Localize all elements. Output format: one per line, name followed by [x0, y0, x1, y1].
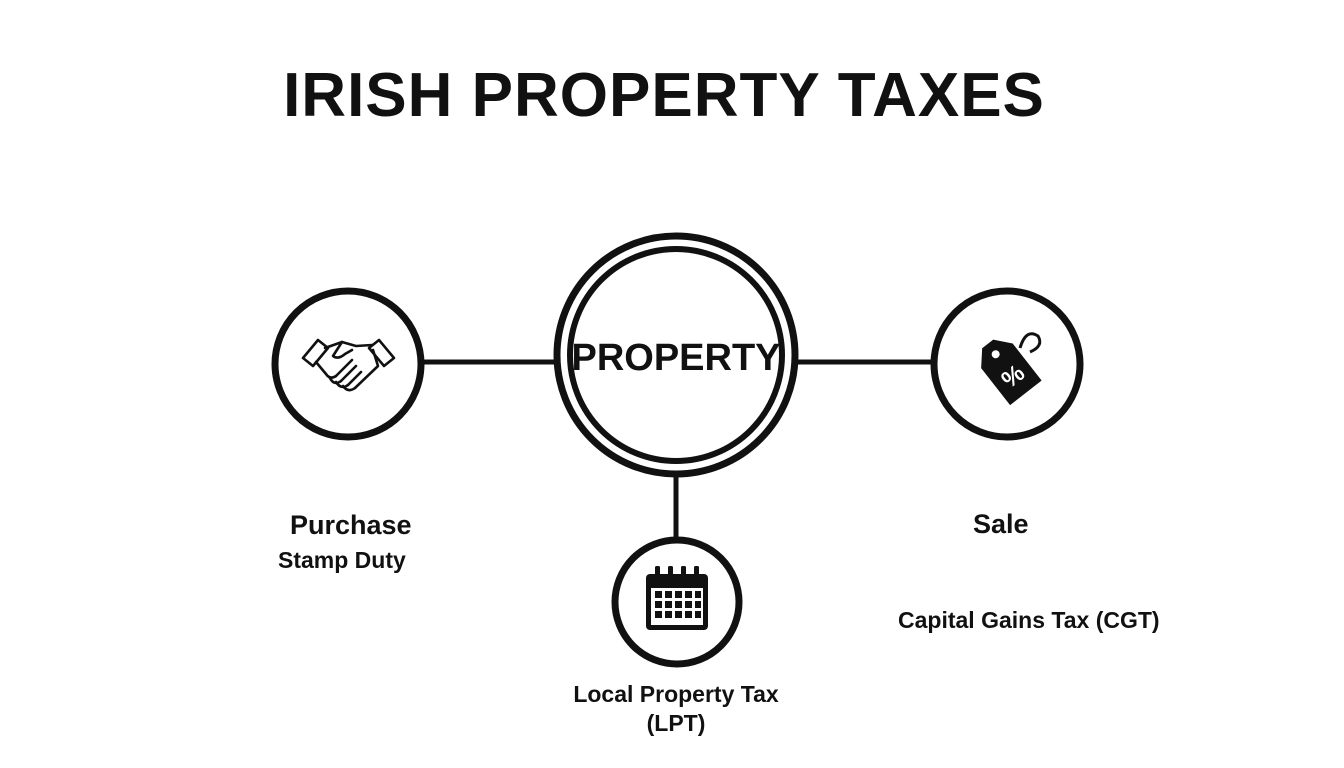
lpt-node — [611, 536, 743, 668]
property-label: PROPERTY — [571, 337, 780, 379]
percent-price-tag-icon: % — [981, 339, 1042, 406]
lpt-label: Local Property Tax (LPT) — [500, 680, 852, 738]
tag-string-icon — [1018, 332, 1042, 354]
lpt-label-line2: (LPT) — [646, 710, 706, 736]
cgt-label: Capital Gains Tax (CGT) — [898, 607, 1160, 633]
handshake-icon — [301, 338, 396, 392]
lpt-label-line1: Local Property Tax — [573, 681, 779, 707]
purchase-node — [271, 287, 425, 441]
purchase-heading: Purchase — [290, 510, 412, 540]
sale-node: % — [930, 287, 1084, 441]
diagram-title: IRISH PROPERTY TAXES — [283, 61, 1045, 130]
sale-heading: Sale — [973, 509, 1029, 539]
calendar-icon — [646, 566, 708, 630]
stamp-duty-label: Stamp Duty — [278, 547, 406, 573]
property-node: PROPERTY — [553, 232, 799, 478]
